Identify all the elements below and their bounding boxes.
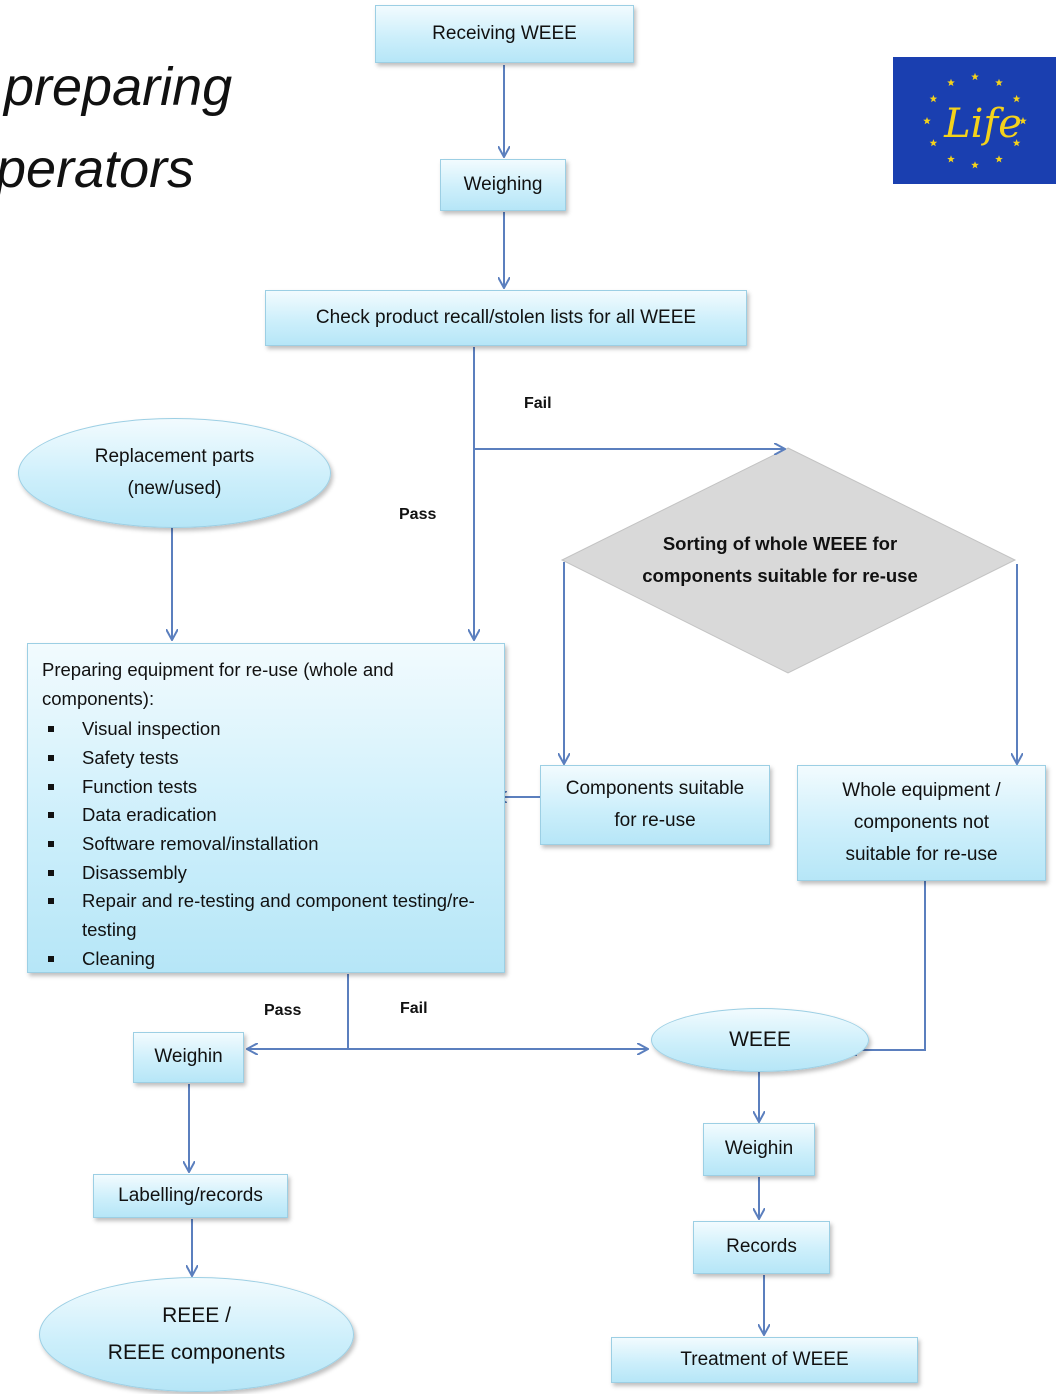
whole-not-suitable-box: Whole equipment / components not suitabl… (797, 765, 1046, 881)
components-suitable-box: Components suitable for re-use (540, 765, 770, 845)
preparing-header: Preparing equipment for re-use (whole an… (42, 659, 394, 709)
preparing-step: Cleaning (42, 945, 490, 974)
life-logo-text: Life (943, 101, 1022, 147)
logo-star (1019, 117, 1027, 125)
receiving-weee-label: Receiving WEEE (432, 22, 577, 44)
treatment-weee-label: Treatment of WEEE (680, 1348, 849, 1370)
records-box: Records (693, 1221, 830, 1274)
weee-label: WEEE (729, 1028, 791, 1052)
preparing-step: Software removal/installation (42, 830, 490, 859)
weee-ellipse: WEEE (651, 1008, 869, 1072)
preparing-steps-list: Visual inspection Safety tests Function … (42, 715, 490, 973)
replacement-parts-ellipse: Replacement parts (new/used) (18, 418, 331, 528)
logo-star (929, 139, 938, 147)
replacement-parts-line2: (new/used) (127, 478, 222, 499)
whole-not-suitable-line1: Whole equipment / (842, 779, 1001, 801)
pass-label-top: Pass (399, 506, 437, 523)
title-line-1: preparing (4, 57, 233, 117)
weighin-left-label: Weighin (154, 1046, 223, 1068)
logo-star (1012, 94, 1021, 103)
components-suitable-line1: Components suitable (565, 777, 745, 799)
preparing-equipment-box: Preparing equipment for re-use (whole an… (27, 643, 505, 973)
components-suitable-line2: for re-use (614, 810, 696, 831)
reee-line1: REEE / (162, 1303, 231, 1327)
title-line-2: perators (0, 139, 195, 199)
weighin-right-box: Weighin (703, 1123, 815, 1176)
pass-label-bottom: Pass (264, 1002, 302, 1019)
preparing-step: Data eradication (42, 801, 490, 830)
logo-star (995, 155, 1003, 163)
check-recall-box: Check product recall/stolen lists for al… (265, 290, 747, 346)
logo-star (971, 72, 979, 81)
check-recall-label: Check product recall/stolen lists for al… (315, 306, 697, 328)
logo-star (971, 161, 979, 169)
treatment-weee-box: Treatment of WEEE (611, 1337, 918, 1383)
sorting-label-line2: components suitable for re-use (642, 565, 918, 587)
whole-not-suitable-line3: suitable for re-use (845, 844, 998, 866)
preparing-step: Visual inspection (42, 715, 490, 744)
sorting-label: Sorting of whole WEEE for components sui… (600, 528, 960, 593)
logo-star (947, 78, 955, 86)
fail-label-top: Fail (524, 395, 552, 412)
weighing-box: Weighing (440, 159, 566, 211)
reee-ellipse: REEE / REEE components (39, 1277, 354, 1392)
preparing-step: Safety tests (42, 744, 490, 773)
reee-line2: REEE components (107, 1340, 286, 1364)
receiving-weee-box: Receiving WEEE (375, 5, 634, 63)
preparing-step: Disassembly (42, 859, 490, 888)
arrow-whole-to-weee (846, 880, 926, 1050)
fail-label-bottom: Fail (400, 1000, 428, 1017)
sorting-diamond (560, 447, 1017, 674)
logo-star (995, 78, 1003, 86)
life-logo-graphic: Life (923, 72, 1027, 169)
logo-star (923, 117, 931, 125)
whole-not-suitable-line2: components not (853, 811, 990, 833)
preparing-step: Repair and re-testing and component test… (42, 887, 490, 944)
life-logo: Life (893, 57, 1056, 184)
sorting-label-line1: Sorting of whole WEEE for (662, 533, 898, 554)
preparing-step: Function tests (42, 773, 490, 802)
logo-star (1012, 139, 1021, 147)
logo-star (929, 94, 938, 103)
records-label: Records (726, 1236, 797, 1258)
logo-star (947, 155, 955, 163)
weighing-label: Weighing (463, 173, 543, 195)
labelling-records-box: Labelling/records (93, 1174, 288, 1218)
replacement-parts-line1: Replacement parts (94, 445, 255, 467)
weighin-right-label: Weighin (724, 1138, 794, 1160)
labelling-records-label: Labelling/records (118, 1184, 263, 1206)
weighin-left-box: Weighin (133, 1032, 244, 1083)
